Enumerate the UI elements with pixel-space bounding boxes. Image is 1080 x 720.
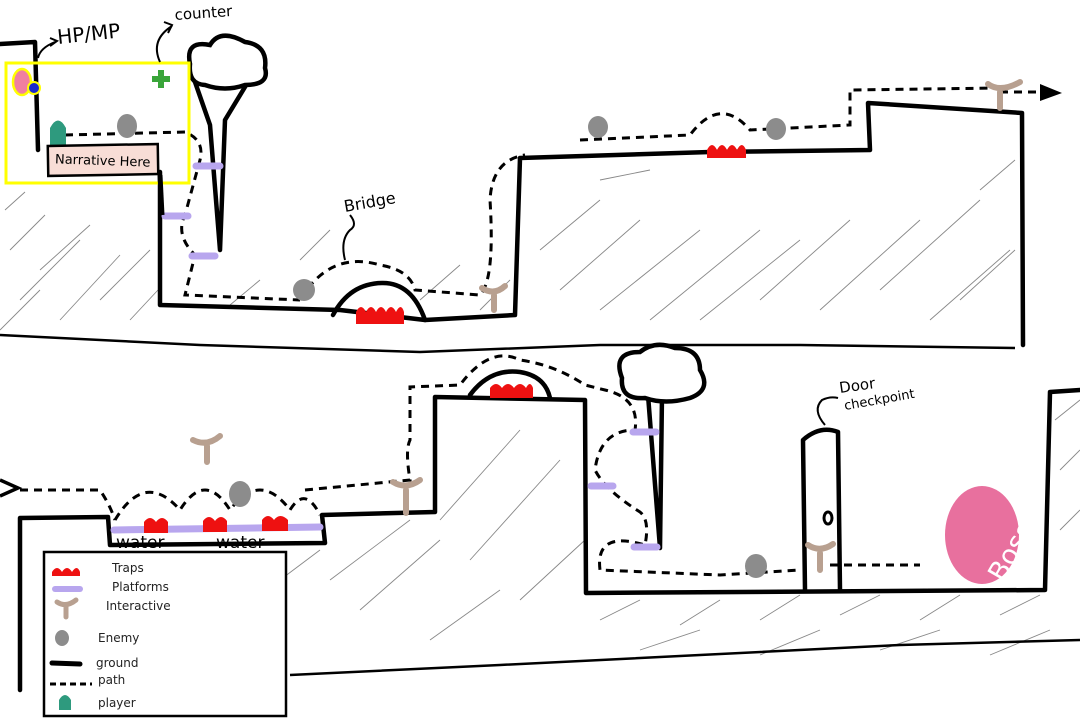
legend-label: player [98,696,136,710]
door-label: Door [838,374,877,397]
interactive-icon [479,283,508,313]
trap-icon [203,517,227,532]
hp-mp-icon [11,67,41,97]
boss: Boss [945,486,1041,587]
platforms-bottom [110,428,661,551]
legend-item-path: path [50,673,125,687]
ground-top [0,39,1026,348]
interactives-bottom [190,433,836,573]
interactives-top [479,79,1023,313]
counter-icon [152,70,170,88]
path-top [64,86,1040,302]
callout-arrows-top [37,21,355,261]
traps-top [356,145,746,324]
trap-icon [490,384,533,398]
enemies-bottom [229,481,767,578]
tree-canopy-icon [186,33,269,91]
trap-icon [262,516,288,531]
trap-icon [144,518,168,533]
door-knob-icon [822,510,834,526]
legend-label: path [98,673,125,687]
interactive-icon [805,541,836,573]
enemies-top [117,114,786,301]
ground-bottom-line [289,638,1080,677]
legend-label: ground [96,656,138,670]
enemy-icon [229,481,251,507]
enemy-icon [55,630,69,646]
ground-bottom [17,369,1080,693]
trap-icon [52,568,80,576]
player-icon [59,695,71,710]
legend-label: Platforms [112,580,169,594]
enemy-icon [745,554,767,578]
legend-item-platforms: Platforms [52,580,169,594]
water-label-1: water [116,533,164,553]
legend: Traps Platforms Interactive Enemy ground… [42,550,288,718]
hud-frame [4,61,191,185]
tree-canopy-icon [617,342,707,404]
boss-icon [945,486,1019,584]
enemy-icon [588,116,608,138]
legend-item-traps: Traps [52,561,144,576]
legend-box [42,550,288,718]
enemy-icon [293,279,315,301]
narrative-label: Narrative Here [55,152,151,170]
path-entry-arrow-icon [0,478,23,498]
legend-item-interactive: Interactive [54,597,171,620]
ground-icon [49,660,83,667]
hatching-top [0,159,1016,331]
path-exit-arrow-icon [1040,84,1062,101]
interactive-icon [985,79,1023,111]
enemy-icon [766,118,786,140]
bridge-label: Bridge [342,188,397,216]
interactive-icon [390,477,423,516]
legend-item-ground: ground [49,656,138,670]
traps-bottom [144,384,533,533]
interactive-icon [54,597,79,620]
water-label-2: water [216,533,264,553]
enemy-icon [117,114,137,138]
trap-icon [356,307,404,324]
top-level: Narrative Here HP/MP counter Bridge [0,2,1062,354]
interactive-icon [190,433,223,465]
platforms-top [161,162,224,260]
ground-bottom-line-top [0,333,1016,354]
legend-item-player: player [59,695,136,710]
legend-item-enemy: Enemy [55,630,139,646]
trap-icon [707,145,746,158]
counter-label: counter [174,2,234,24]
hud-divider [157,174,165,216]
legend-label: Traps [111,561,144,575]
legend-label: Enemy [98,631,139,645]
player-icon [50,120,66,145]
legend-label: Interactive [106,599,171,613]
door-callout-arrow [816,396,839,426]
hp-mp-label: HP/MP [56,19,121,49]
narrative-box [46,142,160,178]
hatching-bottom [279,399,1080,656]
